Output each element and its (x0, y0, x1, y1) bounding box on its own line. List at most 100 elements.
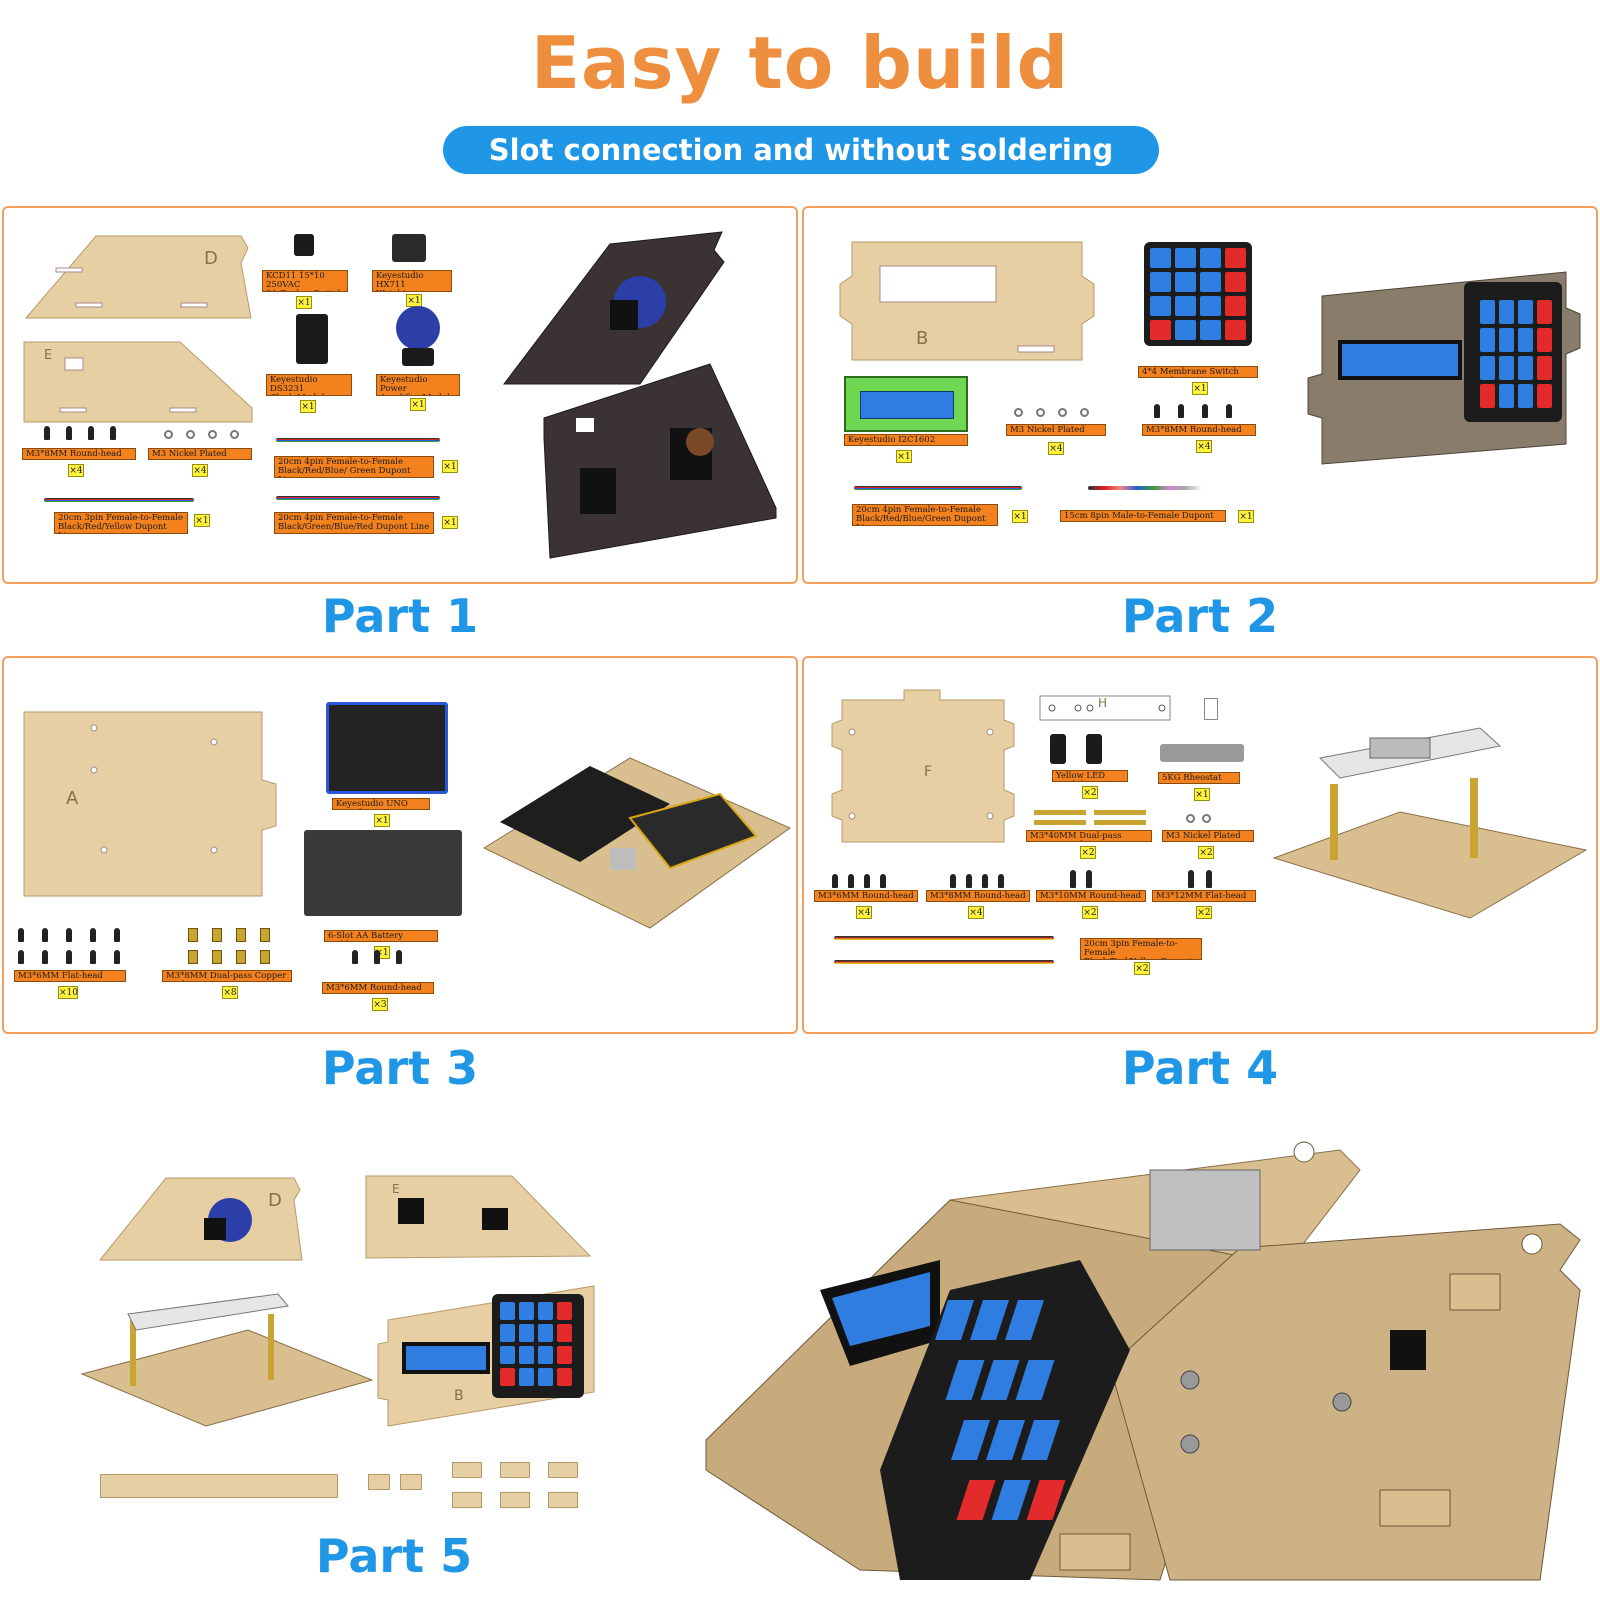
part-1-label: Part 1 (321, 589, 479, 643)
qty-badge: ×1 (1192, 382, 1208, 395)
tag-amplifier: Keyestudio Power Amplifier Module (376, 374, 460, 396)
tag-nuts: M3 Nickel Plated Nuts (1006, 424, 1106, 436)
screw-icon (832, 874, 838, 888)
screw-icon (1086, 870, 1092, 888)
screw-icon (864, 874, 870, 888)
screw-icon (88, 426, 94, 440)
screw-icon (42, 950, 48, 964)
assembled-scale-icon (705, 1141, 1581, 1581)
screw-icon (44, 426, 50, 440)
tag-flat-screws: M3*6MM Flat-head Screws (14, 970, 126, 982)
assembled-keypad-icon (1472, 292, 1560, 416)
plate-b-icon (839, 241, 1095, 361)
screw-icon (1178, 404, 1184, 418)
qty-badge: ×1 (442, 516, 458, 529)
plate-f-letter: F (924, 764, 933, 780)
qty-badge: ×2 (1134, 962, 1150, 975)
qty-badge: ×4 (68, 464, 84, 477)
nut-icon (208, 430, 217, 439)
screw-icon (1226, 404, 1232, 418)
part-5-clip-icon (548, 1462, 578, 1478)
copper-bush-icon (212, 950, 222, 964)
part-5-clip-icon (500, 1462, 530, 1478)
dupont-wire-icon (276, 496, 440, 500)
tag-4pin-wire-b: 20cm 4pin Female-to-Female Black/Green/B… (274, 512, 434, 534)
part-5-plate-e-letter: E (392, 1182, 400, 1196)
qty-badge: ×4 (1196, 440, 1212, 453)
nut-icon (1202, 814, 1211, 823)
tag-4pin-wire-a: 20cm 4pin Female-to-Female Black/Red/Blu… (274, 456, 434, 478)
qty-badge: ×1 (410, 398, 426, 411)
screw-icon (880, 874, 886, 888)
screw-icon (848, 874, 854, 888)
plate-a-icon (23, 711, 277, 897)
qty-badge: ×1 (1012, 510, 1028, 523)
tag-10mm-screws: M3*10MM Round-head Screws (1036, 890, 1146, 902)
qty-badge: ×1 (300, 400, 316, 413)
qty-badge: ×4 (968, 906, 984, 919)
part-5-label: Part 5 (315, 1529, 473, 1583)
screw-icon (18, 928, 24, 942)
part-4-panel: F H Yellow LED Module ×2 5KG Rheostat Se… (802, 656, 1598, 1034)
tag-nuts: M3 Nickel Plated Nuts (1162, 830, 1254, 842)
qty-badge: ×1 (442, 460, 458, 473)
copper-bush-icon (260, 928, 270, 942)
part-3-label: Part 3 (321, 1041, 479, 1095)
assembled-plate-e-icon (543, 363, 777, 559)
tag-4pin-wire: 20cm 4pin Female-to-Female Black/Red/Blu… (852, 504, 998, 526)
dupont-wire-icon (834, 936, 1054, 940)
plate-b-letter: B (916, 328, 929, 349)
speaker-icon (396, 306, 440, 350)
amplifier-module-icon (402, 348, 434, 366)
screw-icon (114, 950, 120, 964)
nut-icon (1058, 408, 1067, 417)
assembled-plate-f-icon (1272, 727, 1588, 919)
part-5-plate-d-letter: D (268, 1190, 282, 1211)
qty-badge: ×8 (222, 986, 238, 999)
copper-bush-icon (188, 950, 198, 964)
qty-badge: ×1 (374, 814, 390, 827)
qty-badge: ×3 (372, 998, 388, 1011)
copper-bush-icon (260, 950, 270, 964)
screw-icon (998, 874, 1004, 888)
plate-h-letter: H (1098, 696, 1108, 710)
dupont-wire-icon (276, 438, 440, 442)
led-module-icon (1086, 734, 1102, 764)
screw-icon (90, 928, 96, 942)
plate-d-letter: D (204, 248, 218, 269)
part-2-label: Part 2 (1121, 589, 1279, 643)
nut-icon (1014, 408, 1023, 417)
screw-icon (1202, 404, 1208, 418)
part-5-clip-icon (452, 1492, 482, 1508)
dupont-wire-icon (834, 960, 1054, 964)
nut-icon (1186, 814, 1195, 823)
screw-icon (66, 928, 72, 942)
clock-module-icon (296, 314, 328, 364)
copper-bush-long-icon (1034, 810, 1086, 815)
tag-hx711: Keyestudio HX711 Weighing Module (372, 270, 452, 292)
part-5-clip-icon (500, 1492, 530, 1508)
nut-icon (1036, 408, 1045, 417)
led-module-icon (1050, 734, 1066, 764)
lcd-display-icon (844, 376, 968, 432)
qty-badge: ×2 (1196, 906, 1212, 919)
screw-icon (66, 950, 72, 964)
qty-badge: ×1 (296, 296, 312, 309)
tag-led-module: Yellow LED Module (1052, 770, 1128, 782)
screw-icon (966, 874, 972, 888)
page-title: Easy to build (530, 21, 1070, 105)
battery-holder-icon (304, 830, 462, 916)
part-5-keypad-icon (494, 1296, 578, 1392)
tag-rheostat-sensor: 5KG Rheostat Sensor (1158, 772, 1240, 784)
dupont-wire-icon (854, 486, 1022, 490)
nut-icon (164, 430, 173, 439)
qty-badge: ×2 (1082, 906, 1098, 919)
screw-icon (114, 928, 120, 942)
qty-badge: ×2 (1198, 846, 1214, 859)
copper-bush-long-icon (1034, 820, 1086, 825)
tag-3pin-wire: 20cm 3pin Female-to-Female Black/Red/Yel… (54, 512, 188, 534)
qty-badge: ×2 (1082, 786, 1098, 799)
qty-badge: ×1 (896, 450, 912, 463)
part-5-plate-d-icon (98, 1177, 303, 1261)
tag-lcd: Keyestudio I2C1602 Display (844, 434, 968, 446)
